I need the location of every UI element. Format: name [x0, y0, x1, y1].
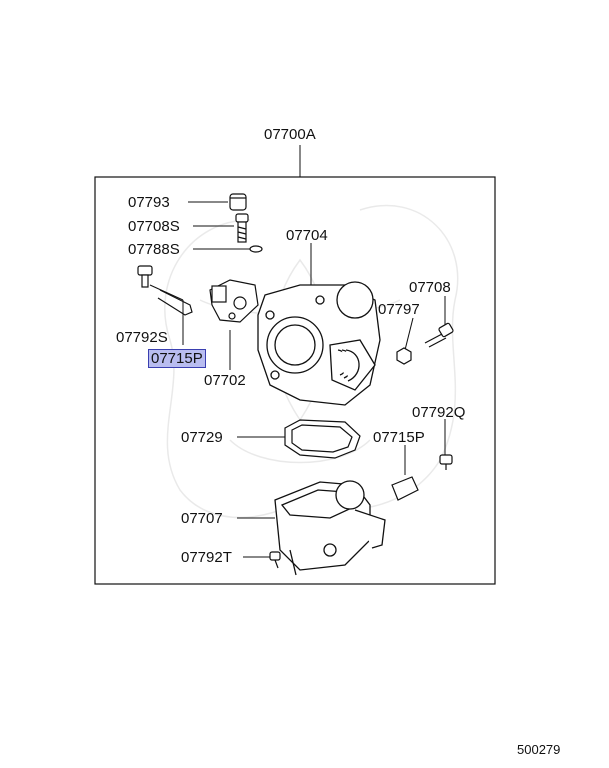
- part-07715P-drawing: [157, 289, 193, 316]
- part-label-07797[interactable]: 07797: [378, 301, 420, 318]
- part-07792S-drawing: [137, 265, 153, 288]
- part-label-07792S[interactable]: 07792S: [116, 329, 168, 346]
- part-07792T-drawing: [269, 551, 281, 569]
- leader-lines: [149, 201, 446, 558]
- part-label-07793[interactable]: 07793: [128, 194, 170, 211]
- part-label-07792T[interactable]: 07792T: [181, 549, 232, 566]
- part-07708-drawing: [424, 322, 454, 348]
- part-label-07715P[interactable]: 07715P: [373, 429, 425, 446]
- part-label-07708S[interactable]: 07708S: [128, 218, 180, 235]
- part-label-07729[interactable]: 07729: [181, 429, 223, 446]
- part-07793-drawing: [229, 193, 247, 211]
- part-07704-drawing: [257, 281, 381, 406]
- part-label-07707[interactable]: 07707: [181, 510, 223, 527]
- part-label-07788S[interactable]: 07788S: [128, 241, 180, 258]
- part-label-07702[interactable]: 07702: [204, 372, 246, 389]
- part-07729-drawing: [284, 419, 361, 459]
- diagram-code: 500279: [517, 742, 561, 757]
- assembly-label: 07700A: [264, 126, 316, 143]
- part-07792Q-drawing: [439, 454, 453, 470]
- part-label-07792Q[interactable]: 07792Q: [412, 404, 466, 421]
- diagram-frame: [94, 176, 496, 585]
- part-label-07715P-highlighted[interactable]: 07715P: [148, 349, 206, 368]
- part-label-07704[interactable]: 07704: [286, 227, 328, 244]
- part-07797-drawing: [396, 347, 412, 365]
- part-07715P-lower-drawing: [391, 476, 419, 501]
- part-07707-drawing: [274, 480, 386, 576]
- part-07702-drawing: [209, 279, 259, 323]
- part-label-07708[interactable]: 07708: [409, 279, 451, 296]
- part-07788S-drawing: [249, 245, 263, 253]
- part-07708S-drawing: [235, 213, 249, 243]
